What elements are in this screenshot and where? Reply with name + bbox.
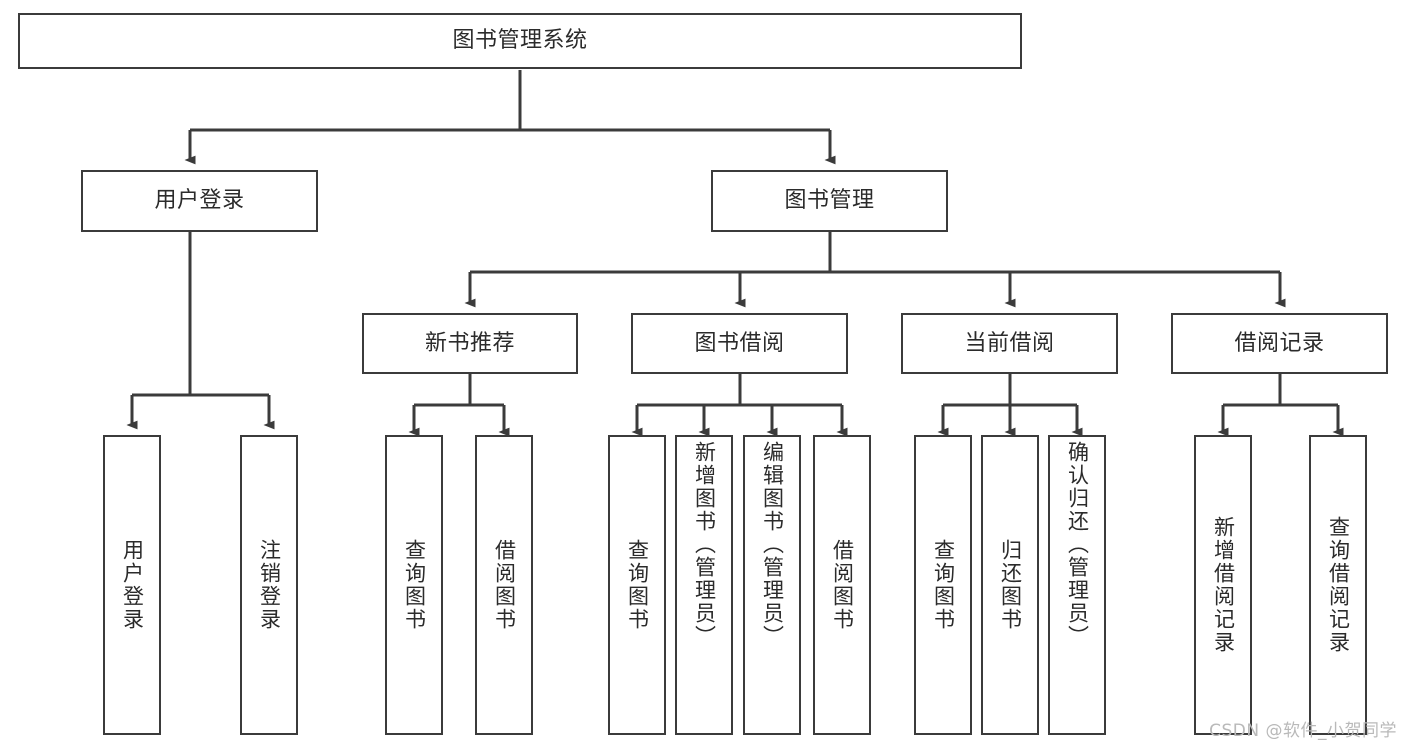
node-new-book-recommend[interactable]: 新书推荐 [362, 313, 578, 374]
node-book-management-label: 图书管理 [784, 188, 875, 214]
node-book-borrow-label: 图书借阅 [694, 330, 785, 356]
node-user-login[interactable]: 用户登录 [81, 170, 318, 232]
node-current-borrow[interactable]: 当前借阅 [901, 313, 1118, 374]
leaf-logout-login[interactable]: 注销登录 [240, 435, 298, 735]
leaf-query-record-label: 查询借阅记录 [1326, 516, 1351, 654]
leaf-confirm-return[interactable]: 确认归还（管理员） [1048, 435, 1106, 735]
leaf-borrow-book-2-label: 借阅图书 [830, 539, 855, 631]
leaf-query-record[interactable]: 查询借阅记录 [1309, 435, 1367, 735]
leaf-query-book-1[interactable]: 查询图书 [385, 435, 443, 735]
node-user-login-label: 用户登录 [154, 188, 245, 214]
leaf-user-login-label: 用户登录 [120, 539, 145, 631]
node-new-book-recommend-label: 新书推荐 [424, 330, 515, 356]
node-root[interactable]: 图书管理系统 [18, 13, 1022, 69]
leaf-add-book-label: 新增图书（管理员） [692, 441, 717, 648]
leaf-query-book-2[interactable]: 查询图书 [608, 435, 666, 735]
leaf-query-book-3-label: 查询图书 [931, 539, 956, 631]
leaf-query-book-2-label: 查询图书 [625, 539, 650, 631]
leaf-query-book-3[interactable]: 查询图书 [914, 435, 972, 735]
leaf-borrow-book-1-label: 借阅图书 [492, 539, 517, 631]
leaf-add-book[interactable]: 新增图书（管理员） [675, 435, 733, 735]
node-borrow-record[interactable]: 借阅记录 [1171, 313, 1388, 374]
leaf-return-book[interactable]: 归还图书 [981, 435, 1039, 735]
leaf-query-book-1-label: 查询图书 [402, 539, 427, 631]
node-book-borrow[interactable]: 图书借阅 [631, 313, 848, 374]
node-book-management[interactable]: 图书管理 [711, 170, 948, 232]
leaf-confirm-return-label: 确认归还（管理员） [1065, 441, 1090, 648]
leaf-edit-book-label: 编辑图书（管理员） [760, 441, 785, 648]
leaf-return-book-label: 归还图书 [998, 539, 1023, 631]
node-current-borrow-label: 当前借阅 [964, 330, 1055, 356]
leaf-logout-login-label: 注销登录 [257, 539, 282, 631]
leaf-user-login[interactable]: 用户登录 [103, 435, 161, 735]
leaf-add-record[interactable]: 新增借阅记录 [1194, 435, 1252, 735]
node-borrow-record-label: 借阅记录 [1234, 330, 1325, 356]
leaf-add-record-label: 新增借阅记录 [1211, 516, 1236, 654]
node-root-label: 图书管理系统 [452, 28, 588, 54]
csdn-watermark: CSDN @软件_小贺同学 [1209, 721, 1397, 741]
leaf-edit-book[interactable]: 编辑图书（管理员） [743, 435, 801, 735]
leaf-borrow-book-2[interactable]: 借阅图书 [813, 435, 871, 735]
leaf-borrow-book-1[interactable]: 借阅图书 [475, 435, 533, 735]
